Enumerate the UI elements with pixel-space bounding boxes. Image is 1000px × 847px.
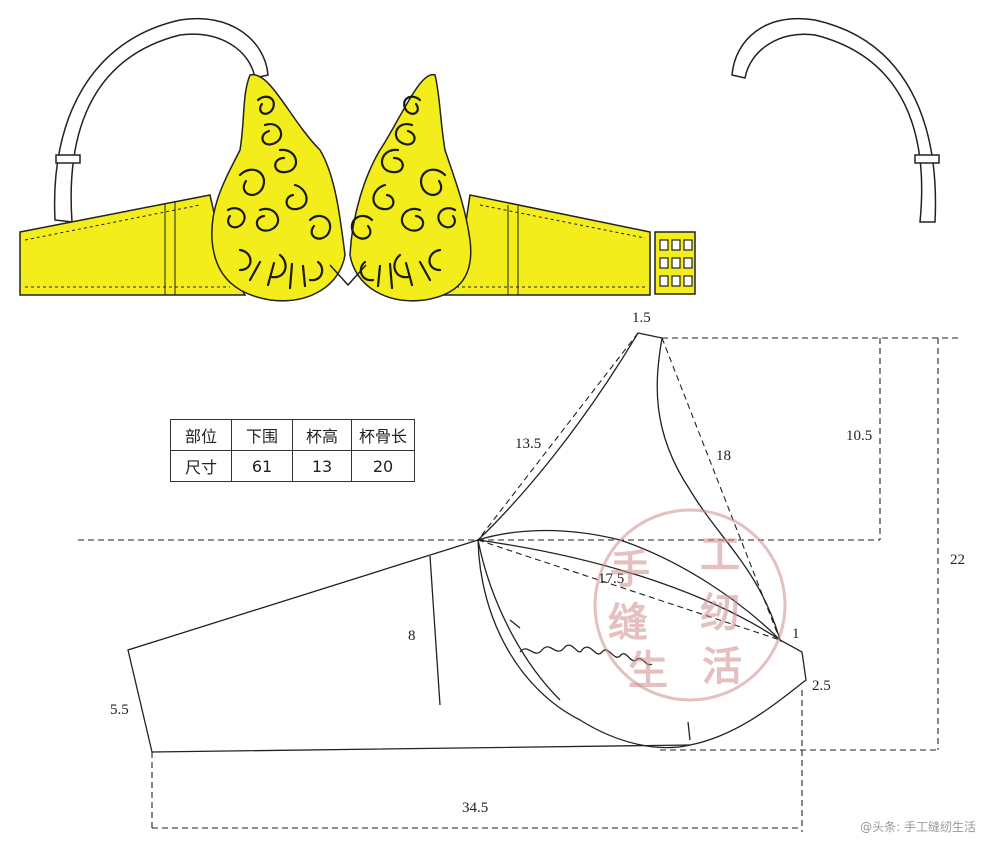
header-cup-height: 杯高 (292, 419, 352, 451)
left-strap-slider (55, 154, 81, 164)
pattern-diagram (78, 332, 960, 832)
header-underbust: 下围 (231, 419, 293, 451)
lace-edge-line (519, 644, 653, 666)
value-wire-length: 20 (351, 450, 415, 482)
watermark-char-4: 纫 (700, 590, 740, 636)
dim-end-height: 5.5 (110, 702, 129, 718)
side-band-piece (127, 539, 691, 753)
credit-text: @头条: 手工缝纫生活 (860, 820, 976, 834)
dim-bottom-gap: 1 (792, 626, 800, 642)
dim-total-height: 22 (950, 552, 965, 568)
right-band (438, 194, 651, 296)
header-part: 部位 (170, 419, 232, 451)
spec-table-header-row: 部位 下围 杯高 杯骨长 (170, 419, 415, 451)
left-cup (211, 74, 346, 302)
right-strap-slider (914, 154, 940, 164)
watermark-char-1: 手 (610, 547, 650, 593)
dim-side-height: 8 (408, 628, 416, 644)
upper-cup-piece (477, 332, 782, 643)
watermark-char-6: 活 (702, 644, 742, 690)
watermark-char-2: 工 (700, 532, 740, 578)
guide-lines (78, 332, 960, 832)
dim-upper-right-edge: 18 (716, 448, 731, 464)
dim-upper-left-edge: 13.5 (515, 436, 542, 452)
value-cup-height: 13 (292, 450, 352, 482)
spec-table-value-row: 尺寸 61 13 20 (170, 450, 415, 482)
left-band (19, 194, 247, 296)
lower-cup-piece (477, 539, 807, 749)
dim-cup-diagonal: 17.5 (598, 571, 625, 587)
header-wire-length: 杯骨长 (351, 419, 415, 451)
dim-top-width: 1.5 (632, 310, 651, 326)
value-label: 尺寸 (170, 450, 232, 482)
watermark-char-5: 生 (628, 648, 668, 694)
dim-total-width: 34.5 (462, 800, 489, 816)
watermark (593, 508, 787, 702)
bra-illustration (19, 17, 940, 302)
right-cup (349, 74, 472, 302)
dim-upper-height: 10.5 (846, 428, 873, 444)
watermark-char-3: 缝 (608, 600, 648, 646)
dim-right-edge: 2.5 (812, 678, 831, 694)
lace-pattern (226, 95, 457, 290)
right-strap (731, 17, 937, 223)
left-strap (53, 17, 269, 223)
spec-table: 部位 下围 杯高 杯骨长 尺寸 61 13 20 (170, 419, 415, 482)
value-underbust: 61 (231, 450, 293, 482)
